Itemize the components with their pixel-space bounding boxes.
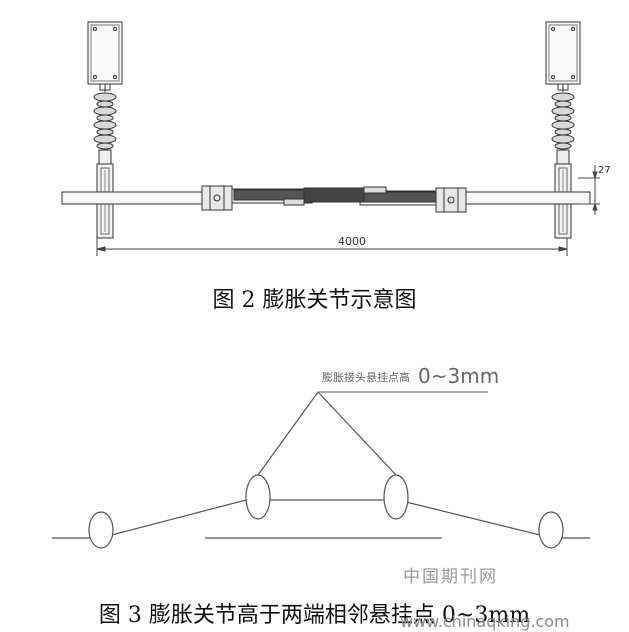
dimension-label-4000: 4000 — [338, 235, 366, 248]
left-clamp — [201, 185, 233, 211]
suspension-point-left-end — [88, 511, 114, 549]
right-mounting-plate — [545, 21, 581, 92]
figure3-caption: 图 3 膨胀关节高于两端相邻悬挂点 0~3mm — [98, 603, 531, 628]
expansion-bellows — [233, 186, 437, 206]
watermark-url: www.chinaqking.com — [400, 612, 570, 631]
right-insulator — [551, 92, 575, 165]
right-clamp — [435, 187, 467, 213]
watermark-cn: 中国期刊网 — [403, 567, 498, 587]
left-insulator — [93, 92, 117, 165]
callout-leader-right — [317, 391, 397, 476]
contact-wire — [52, 499, 590, 539]
callout-label-prefix: 膨胀接头悬挂点高 — [322, 370, 410, 384]
callout-label-value: 0~3mm — [418, 364, 499, 388]
dimension-line-27 — [578, 165, 600, 215]
figure2-caption: 图 2 膨胀关节示意图 — [212, 288, 417, 313]
suspension-point-right-end — [538, 511, 564, 549]
dimension-label-27: 27 — [598, 165, 611, 176]
left-mounting-plate — [87, 21, 123, 92]
expansion-joint-drawing — [61, 21, 600, 256]
callout-leader-left — [257, 391, 319, 476]
suspension-point-joint-right — [383, 474, 409, 520]
dimension-line-4000 — [96, 238, 568, 256]
suspension-point-joint-left — [245, 474, 271, 520]
suspension-height-diagram — [52, 391, 590, 549]
